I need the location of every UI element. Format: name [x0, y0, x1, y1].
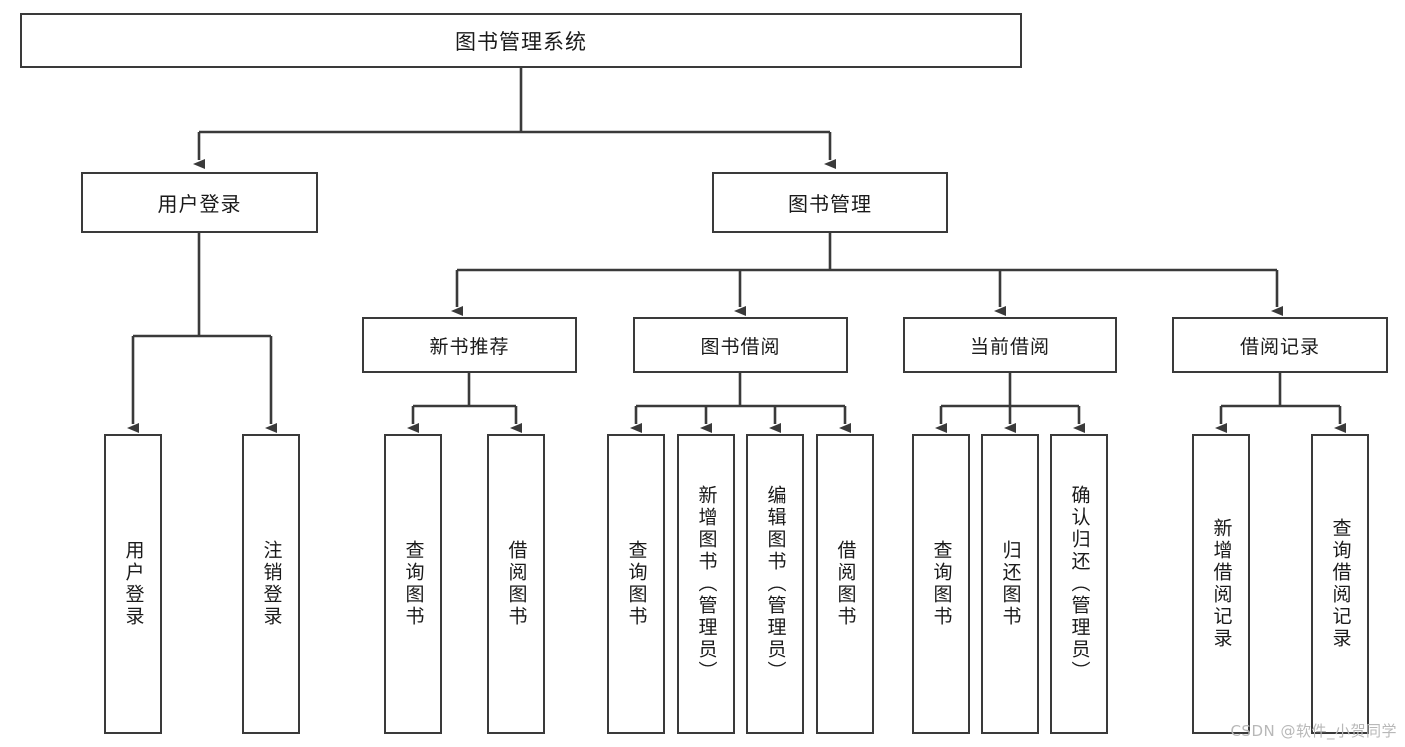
node-leaf-edit-book-admin-label: 编辑图书（管理员） [764, 485, 787, 683]
node-leaf-add-borrow-record[interactable]: 新增借阅记录 [1192, 434, 1250, 734]
node-book-management[interactable]: 图书管理 [712, 172, 948, 233]
node-leaf-return-book[interactable]: 归还图书 [981, 434, 1039, 734]
node-new-book-recommend-label: 新书推荐 [429, 335, 510, 358]
node-leaf-query-book-recommend-label: 查询图书 [402, 540, 425, 628]
node-user-login-label: 用户登录 [157, 192, 242, 216]
node-current-borrow[interactable]: 当前借阅 [903, 317, 1117, 373]
node-leaf-add-book-admin-label: 新增图书（管理员） [695, 485, 718, 683]
node-leaf-add-book-admin[interactable]: 新增图书（管理员） [677, 434, 735, 734]
node-book-management-label: 图书管理 [788, 192, 872, 216]
node-leaf-query-book-recommend[interactable]: 查询图书 [384, 434, 442, 734]
node-leaf-borrow-book-label: 借阅图书 [834, 540, 857, 628]
node-leaf-user-login-label: 用户登录 [122, 540, 145, 628]
node-leaf-confirm-return-admin[interactable]: 确认归还（管理员） [1050, 434, 1108, 734]
node-leaf-borrow-book-recommend[interactable]: 借阅图书 [487, 434, 545, 734]
node-leaf-logout-label: 注销登录 [260, 540, 283, 628]
node-leaf-user-login[interactable]: 用户登录 [104, 434, 162, 734]
node-leaf-query-borrow-record[interactable]: 查询借阅记录 [1311, 434, 1369, 734]
node-leaf-borrow-book[interactable]: 借阅图书 [816, 434, 874, 734]
node-user-login[interactable]: 用户登录 [81, 172, 318, 233]
watermark-text: CSDN @软件_小贺同学 [1230, 722, 1397, 740]
node-leaf-return-book-label: 归还图书 [999, 540, 1022, 628]
node-borrow-record[interactable]: 借阅记录 [1172, 317, 1388, 373]
node-leaf-logout[interactable]: 注销登录 [242, 434, 300, 734]
node-leaf-add-borrow-record-label: 新增借阅记录 [1210, 518, 1233, 650]
node-leaf-confirm-return-admin-label: 确认归还（管理员） [1068, 485, 1091, 683]
node-root-label: 图书管理系统 [455, 29, 587, 54]
node-leaf-query-book-label: 查询图书 [625, 540, 648, 628]
node-leaf-query-borrow-record-label: 查询借阅记录 [1329, 518, 1352, 650]
node-root[interactable]: 图书管理系统 [20, 13, 1022, 68]
node-current-borrow-label: 当前借阅 [969, 335, 1050, 358]
node-borrow-record-label: 借阅记录 [1239, 335, 1320, 358]
node-new-book-recommend[interactable]: 新书推荐 [362, 317, 577, 373]
node-leaf-query-book-current-label: 查询图书 [930, 540, 953, 628]
node-book-borrow-label: 图书借阅 [700, 335, 781, 358]
node-leaf-query-book-current[interactable]: 查询图书 [912, 434, 970, 734]
node-leaf-edit-book-admin[interactable]: 编辑图书（管理员） [746, 434, 804, 734]
node-leaf-query-book[interactable]: 查询图书 [607, 434, 665, 734]
node-book-borrow[interactable]: 图书借阅 [633, 317, 848, 373]
node-leaf-borrow-book-recommend-label: 借阅图书 [505, 540, 528, 628]
